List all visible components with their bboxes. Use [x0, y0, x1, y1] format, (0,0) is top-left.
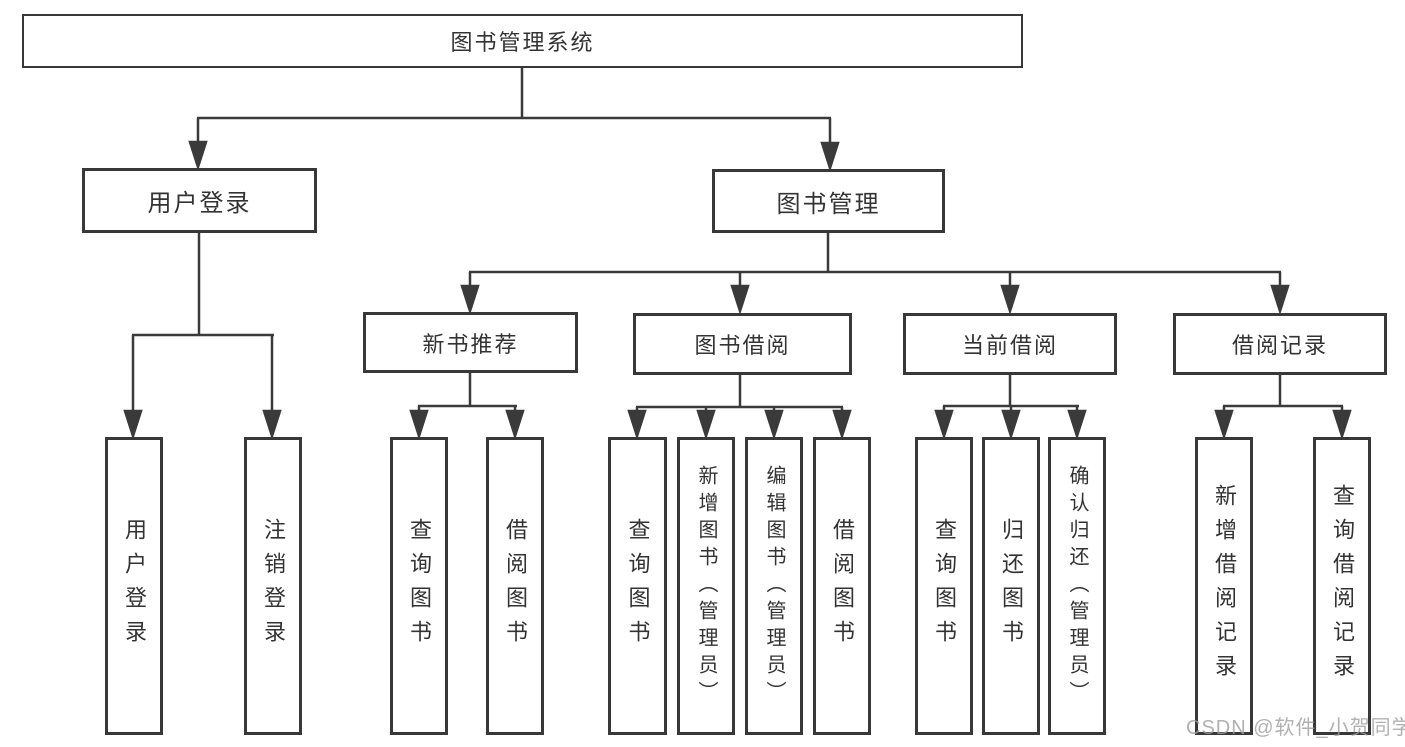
- node-label: 图书借阅: [694, 333, 791, 358]
- leaf-edit-book-admin: 编辑图书（管理员）: [745, 437, 803, 735]
- node-library-management-system: 图书管理系统: [22, 14, 1023, 68]
- node-current-borrow: 当前借阅: [903, 313, 1117, 375]
- node-label: 图书管理: [776, 190, 881, 218]
- leaf-logout: 注销登录: [244, 437, 302, 735]
- node-label: 新书推荐: [422, 331, 519, 357]
- leaf-add-borrow-record: 新增借阅记录: [1195, 437, 1253, 735]
- leaf-confirm-return-admin: 确认归还（管理员）: [1048, 437, 1106, 735]
- leaf-query-book-current: 查询图书: [915, 437, 973, 735]
- node-new-book-recommend: 新书推荐: [363, 312, 578, 373]
- node-label: 借阅记录: [1231, 333, 1328, 358]
- node-label: 用户登录: [147, 190, 252, 217]
- leaf-query-borrow-record: 查询借阅记录: [1313, 437, 1371, 735]
- node-borrow-records: 借阅记录: [1173, 313, 1387, 375]
- leaf-add-book-admin: 新增图书（管理员）: [677, 437, 735, 735]
- leaf-borrow-book: 借阅图书: [813, 437, 871, 735]
- leaf-query-book-borrow: 查询图书: [608, 437, 667, 735]
- leaf-user-login: 用户登录: [105, 437, 163, 735]
- leaf-borrow-book-recommend: 借阅图书: [486, 437, 544, 735]
- leaf-query-book-recommend: 查询图书: [390, 437, 448, 735]
- leaf-return-book: 归还图书: [982, 437, 1040, 735]
- node-book-management: 图书管理: [712, 169, 945, 233]
- node-label: 当前借阅: [961, 333, 1058, 358]
- node-book-borrow: 图书借阅: [633, 313, 852, 375]
- node-label: 图书管理系统: [450, 30, 595, 55]
- csdn-watermark: CSDN @软件_小贺同学: [1186, 717, 1405, 739]
- node-user-login-branch: 用户登录: [82, 168, 317, 233]
